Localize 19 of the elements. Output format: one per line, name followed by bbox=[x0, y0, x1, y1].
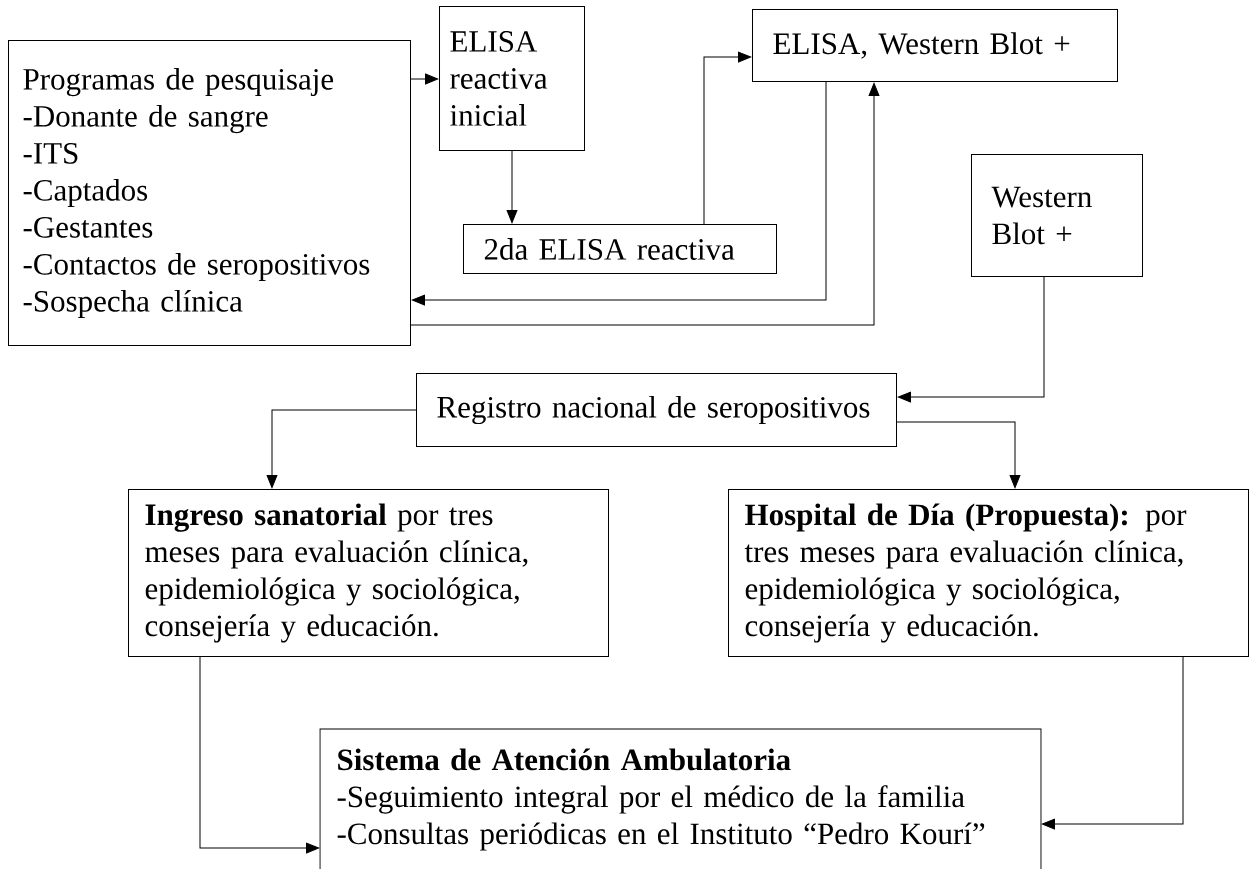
process-box: Hospital de Día (Propuesta): por tres meses para evaluación clínica, epidemiológica y sociológica, consejería y educación. bbox=[728, 489, 1249, 657]
arrow bbox=[410, 73, 439, 85]
arrow bbox=[703, 51, 752, 225]
arrow bbox=[411, 81, 827, 306]
process-box: Sistema de Atención Ambulatoria -Seguimiento integral por el médico de la familia -Consultas periódicas en el Instituto “Pedro Kourí” bbox=[319, 728, 1042, 869]
process-box: Western Blot + bbox=[971, 154, 1143, 277]
arrow bbox=[896, 421, 1021, 489]
arrow bbox=[199, 656, 320, 854]
arrow bbox=[506, 150, 518, 224]
process-box: Programas de pesquisaje -Donante de sangre -ITS -Captados -Gestantes -Contactos de seropositivos -Sospecha clínica bbox=[8, 40, 411, 346]
arrow bbox=[1041, 656, 1184, 830]
process-box: 2da ELISA reactiva bbox=[463, 224, 777, 274]
arrow bbox=[410, 82, 880, 326]
process-box: ELISA, Western Blot + bbox=[752, 9, 1118, 82]
arrow bbox=[897, 276, 1045, 403]
process-box: Ingreso sanatorial por tres meses para evaluación clínica, epidemiológica y sociológica, consejería y educación. bbox=[128, 489, 609, 657]
process-box: Registro nacional de seropositivos bbox=[416, 373, 897, 447]
arrow bbox=[266, 409, 417, 489]
process-box: ELISA reactiva inicial bbox=[439, 6, 585, 151]
